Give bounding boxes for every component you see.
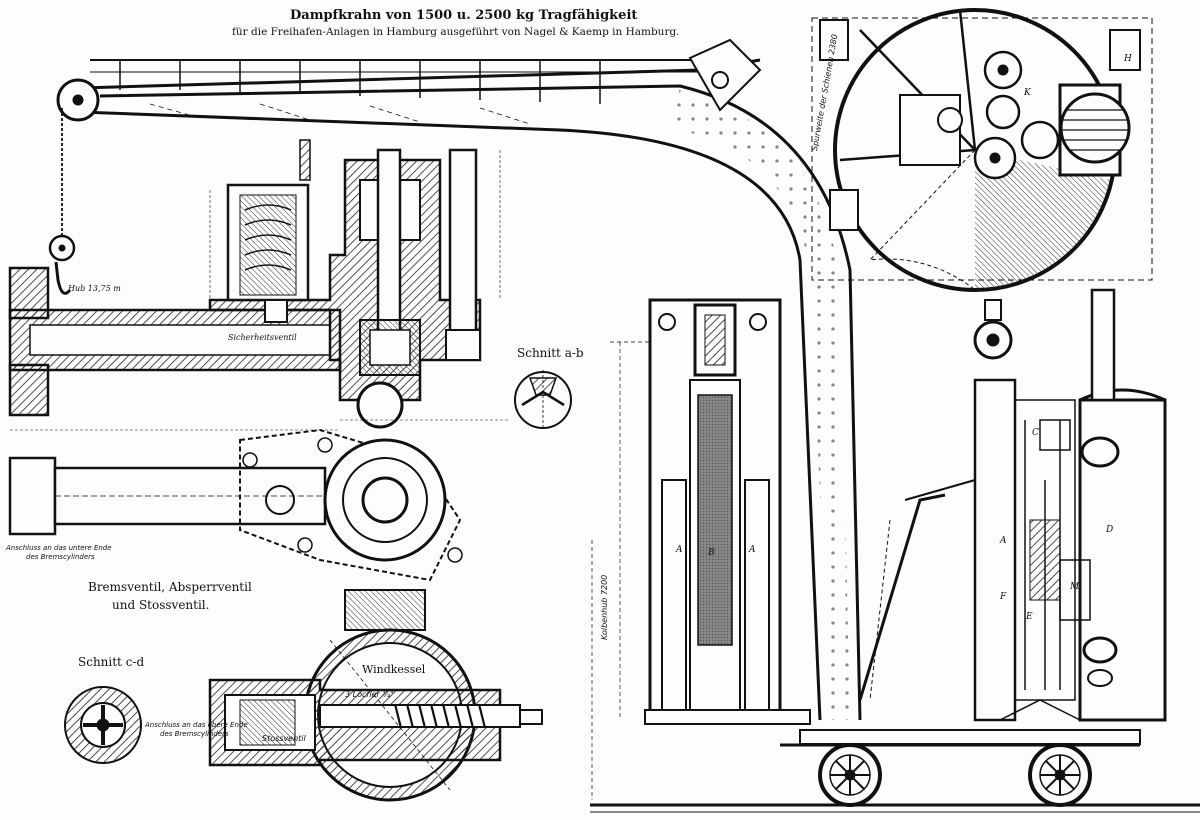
schnitt-ab-label: Schnitt a-b	[517, 346, 584, 360]
sicherheitsventil-label: Sicherheitsventil	[228, 333, 297, 342]
section-cd-view	[64, 686, 142, 764]
kolbenhub-dimension	[591, 341, 650, 800]
crane-wheel-left	[818, 743, 882, 807]
letter-k: K	[1024, 88, 1031, 98]
letter-e: E	[1026, 612, 1033, 622]
letter-m: M	[1070, 582, 1080, 592]
letter-f: F	[1000, 592, 1007, 602]
letter-a-right: A	[749, 545, 756, 555]
letter-a-left: A	[676, 545, 683, 555]
letter-a-engine: A	[1000, 536, 1007, 546]
anschluss-unten-line1: Anschluss an das untere Ende	[6, 544, 112, 552]
crane-jib	[48, 38, 862, 721]
valve-block-section	[8, 139, 510, 431]
rail-track	[590, 729, 1200, 813]
crane-wheel-right	[1028, 743, 1092, 807]
anschluss-oben-line2: des Bremscylinders	[160, 730, 229, 738]
brake-cylinder-frame	[644, 298, 811, 725]
anschluss-oben-line1: Anschluss an das obere Ende	[145, 721, 248, 729]
loecher-label: 3 Löcher ¾"	[345, 690, 394, 699]
boiler-and-engine	[858, 288, 1167, 722]
letter-h: H	[1124, 54, 1132, 64]
drawing-title: Dampfkrahn von 1500 u. 2500 kg Tragfähig…	[290, 8, 638, 23]
letter-b: B	[708, 548, 715, 558]
windkessel-valve	[208, 589, 543, 802]
bremsventil-title-line1: Bremsventil, Absperrventil	[88, 580, 252, 594]
section-ab-view	[514, 370, 572, 430]
slewing-disc	[811, 8, 1153, 292]
letter-c: C	[1032, 428, 1039, 438]
anschluss-unten-line2: des Bremscylinders	[26, 553, 95, 561]
pipe-flange-view	[8, 428, 463, 582]
windkessel-label: Windkessel	[362, 663, 426, 676]
hub-label: Hub 13,75 m	[68, 284, 121, 293]
drawing-subtitle: für die Freihafen-Anlagen in Hamburg aus…	[232, 26, 680, 38]
letter-d: D	[1106, 525, 1114, 535]
stossventil-label: Stossventil	[262, 734, 306, 743]
kolbenhub-label: Kolbenhub 7200	[600, 574, 609, 640]
bremsventil-title-line2: und Stossventil.	[112, 598, 210, 612]
schnitt-cd-label: Schnitt c-d	[78, 655, 145, 669]
